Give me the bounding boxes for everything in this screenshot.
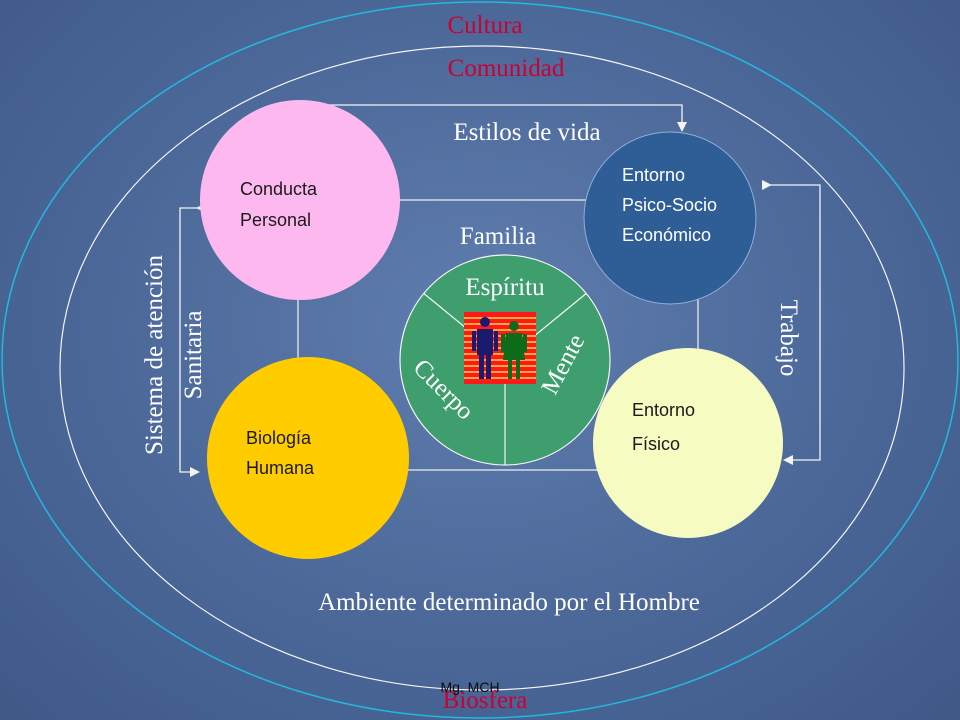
biosfera-label: Biosfera — [443, 687, 528, 714]
fisico-line2: Físico — [632, 434, 680, 454]
work-arrow — [762, 180, 821, 465]
biologia-line1: Biología — [246, 428, 312, 448]
conducta-line1: Conducta — [240, 179, 318, 199]
connecting-frame — [297, 199, 699, 471]
people-icon — [464, 312, 536, 384]
sistema-label: Sistema de atención — [141, 255, 168, 455]
espiritu-label: Espíritu — [465, 274, 545, 301]
psico-line3: Económico — [622, 225, 711, 245]
sanitaria-label: Sanitaria — [180, 311, 207, 400]
psico-line2: Psico-Socio — [622, 195, 717, 215]
conducta-line2: Personal — [240, 210, 311, 230]
trabajo-label: Trabajo — [775, 300, 802, 377]
biologia-line2: Humana — [246, 458, 315, 478]
familia-label: Familia — [460, 223, 536, 250]
cultura-label: Cultura — [448, 12, 523, 39]
fisico-line1: Entorno — [632, 400, 695, 420]
psico-line1: Entorno — [622, 165, 685, 185]
circle-entorno-fisico — [593, 348, 783, 538]
comunidad-label: Comunidad — [448, 55, 565, 82]
circle-entorno-psico-socio — [583, 131, 757, 305]
footer-credit: Mg. MCH — [440, 679, 499, 695]
estilos-label: Estilos de vida — [453, 119, 600, 146]
health-system-arrow — [179, 203, 206, 477]
circle-conducta-personal — [200, 100, 400, 300]
community-ellipse — [59, 45, 905, 691]
circle-biologia-humana — [207, 357, 409, 559]
ambiente-label: Ambiente determinado por el Hombre — [318, 589, 700, 616]
